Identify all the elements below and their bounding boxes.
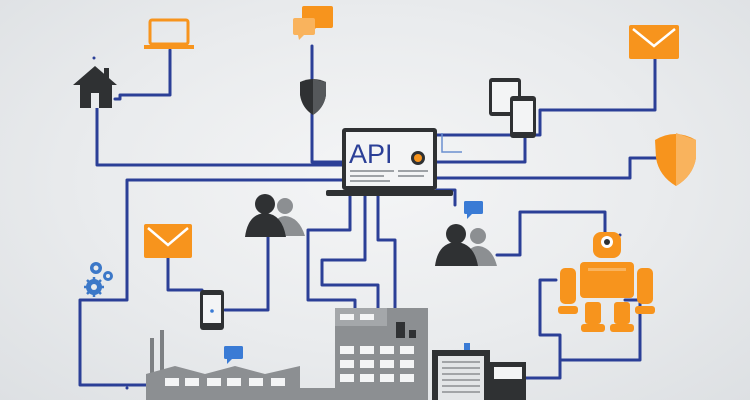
laptop-icon xyxy=(144,18,194,49)
users-icon xyxy=(435,224,497,266)
connection-lines xyxy=(78,44,662,387)
hub-base xyxy=(326,190,453,196)
factory-icon xyxy=(146,308,428,400)
chat-bubbles-icon xyxy=(293,6,333,40)
shield-icon xyxy=(300,79,326,115)
house-icon xyxy=(73,66,117,108)
shield-icon xyxy=(655,133,696,186)
api-label: API xyxy=(349,139,393,169)
api-hub: API xyxy=(326,128,462,196)
chat-icon xyxy=(224,346,243,364)
envelope-icon xyxy=(144,224,192,258)
robot-icon xyxy=(558,232,655,332)
server-icon xyxy=(432,343,526,400)
phone-icon xyxy=(200,290,224,330)
envelope-icon xyxy=(629,25,679,59)
chat-icon xyxy=(464,201,483,219)
gears-icon xyxy=(84,262,113,297)
users-icon xyxy=(245,194,305,237)
tablet-phone-icon xyxy=(489,78,536,138)
